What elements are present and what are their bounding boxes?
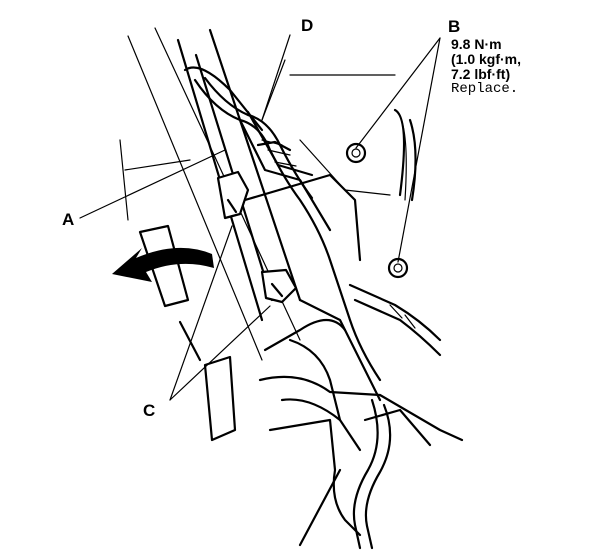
flange-nut-upper — [345, 142, 367, 164]
torque-kgf: (1.0 kgf·m, — [451, 51, 522, 67]
torque-spec: 9.8 N·m (1.0 kgf·m, 7.2 lbf·ft) Replace. — [451, 37, 521, 97]
torque-value: 9.8 N·m — [451, 36, 502, 52]
clip-c-lower — [260, 268, 298, 304]
right-cable-bundle — [299, 108, 442, 357]
label-c: C — [143, 401, 156, 420]
curved-arrow-icon — [112, 247, 214, 282]
callout-leaders — [79, 34, 441, 401]
label-d: D — [301, 16, 314, 35]
clip-c-upper — [216, 170, 250, 220]
left-side-panel — [138, 224, 237, 442]
torque-lbf: 7.2 lbf·ft) — [451, 66, 511, 82]
label-a: A — [62, 210, 75, 229]
label-b: B — [448, 17, 461, 36]
column-bracket-d — [238, 110, 332, 232]
wire-harness-a — [193, 76, 382, 382]
replace-note: Replace. — [451, 81, 519, 97]
lower-cable — [352, 398, 392, 550]
lower-dash-panel — [258, 375, 464, 547]
